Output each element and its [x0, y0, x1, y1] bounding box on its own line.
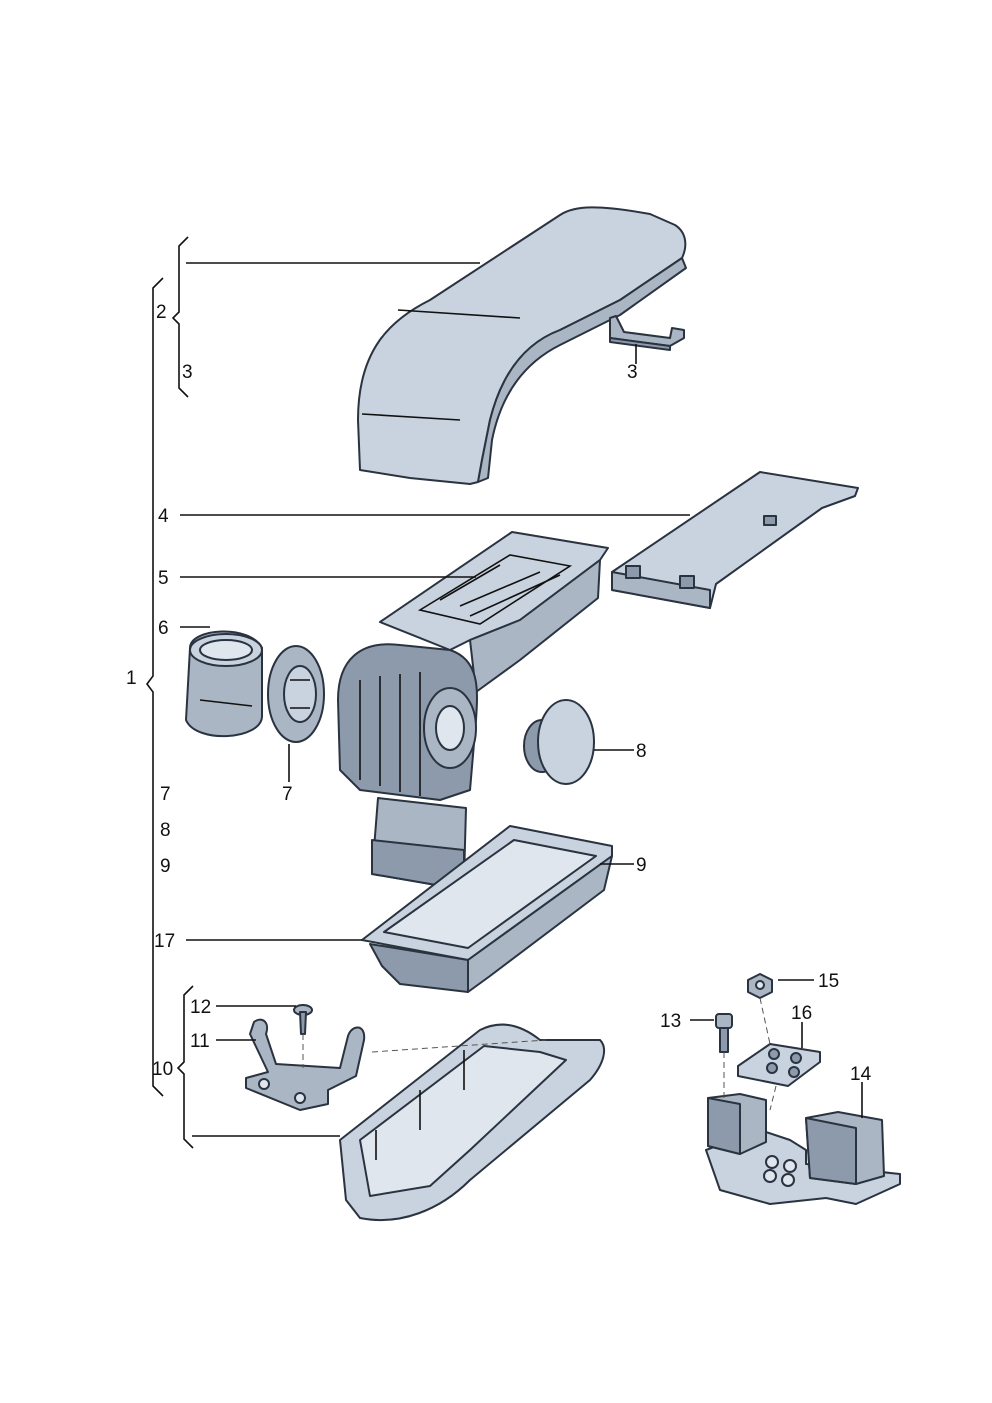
- storage-tray: [361, 825, 613, 993]
- screw-12: [293, 1004, 313, 1035]
- callout-10: 10: [152, 1059, 173, 1080]
- callout-8-right: 8: [636, 741, 647, 762]
- ring-sleeve: [185, 630, 263, 738]
- callout-7-right: 7: [282, 784, 293, 805]
- callout-6: 6: [158, 618, 169, 639]
- callout-2: 2: [156, 302, 167, 323]
- leader-lines: [180, 262, 863, 1137]
- callout-12: 12: [190, 997, 211, 1018]
- callout-15: 15: [818, 971, 839, 992]
- hinge-clip: [609, 315, 685, 351]
- nut-15: [747, 973, 773, 999]
- callout-11: 11: [190, 1031, 210, 1052]
- callout-7-left: 7: [160, 784, 171, 805]
- support-base: [705, 1093, 901, 1205]
- callout-5: 5: [158, 568, 169, 589]
- callout-16: 16: [791, 1003, 812, 1024]
- armrest-cover: [357, 206, 687, 485]
- callout-14: 14: [850, 1064, 872, 1085]
- mounting-bracket: [245, 1018, 366, 1111]
- bracket-group-10: [176, 985, 194, 1149]
- bolt-13: [715, 1013, 733, 1053]
- callout-8-left: 8: [160, 820, 171, 841]
- round-cap: [267, 645, 325, 743]
- assembly-lines: [302, 997, 777, 1111]
- end-disc: [523, 699, 595, 785]
- callout-9-left: 9: [160, 856, 171, 877]
- bracket-group-2: [171, 236, 189, 398]
- callout-9-right: 9: [636, 855, 647, 876]
- callout-labels: 1 2 3 3 4 5 6 7 7 8 8 9 9 10 11 12 13 14…: [126, 302, 872, 1085]
- callout-4: 4: [158, 506, 169, 527]
- callout-3-right: 3: [627, 362, 638, 383]
- hinge-frame: [337, 531, 609, 887]
- callout-1: 1: [126, 668, 137, 689]
- plate-16: [737, 1043, 821, 1087]
- lower-housing: [339, 1023, 606, 1222]
- callout-3-left: 3: [182, 362, 193, 383]
- bracket-main: [146, 277, 164, 1097]
- callout-13: 13: [660, 1011, 681, 1032]
- callout-17: 17: [154, 931, 175, 952]
- lid-tray: [611, 471, 859, 609]
